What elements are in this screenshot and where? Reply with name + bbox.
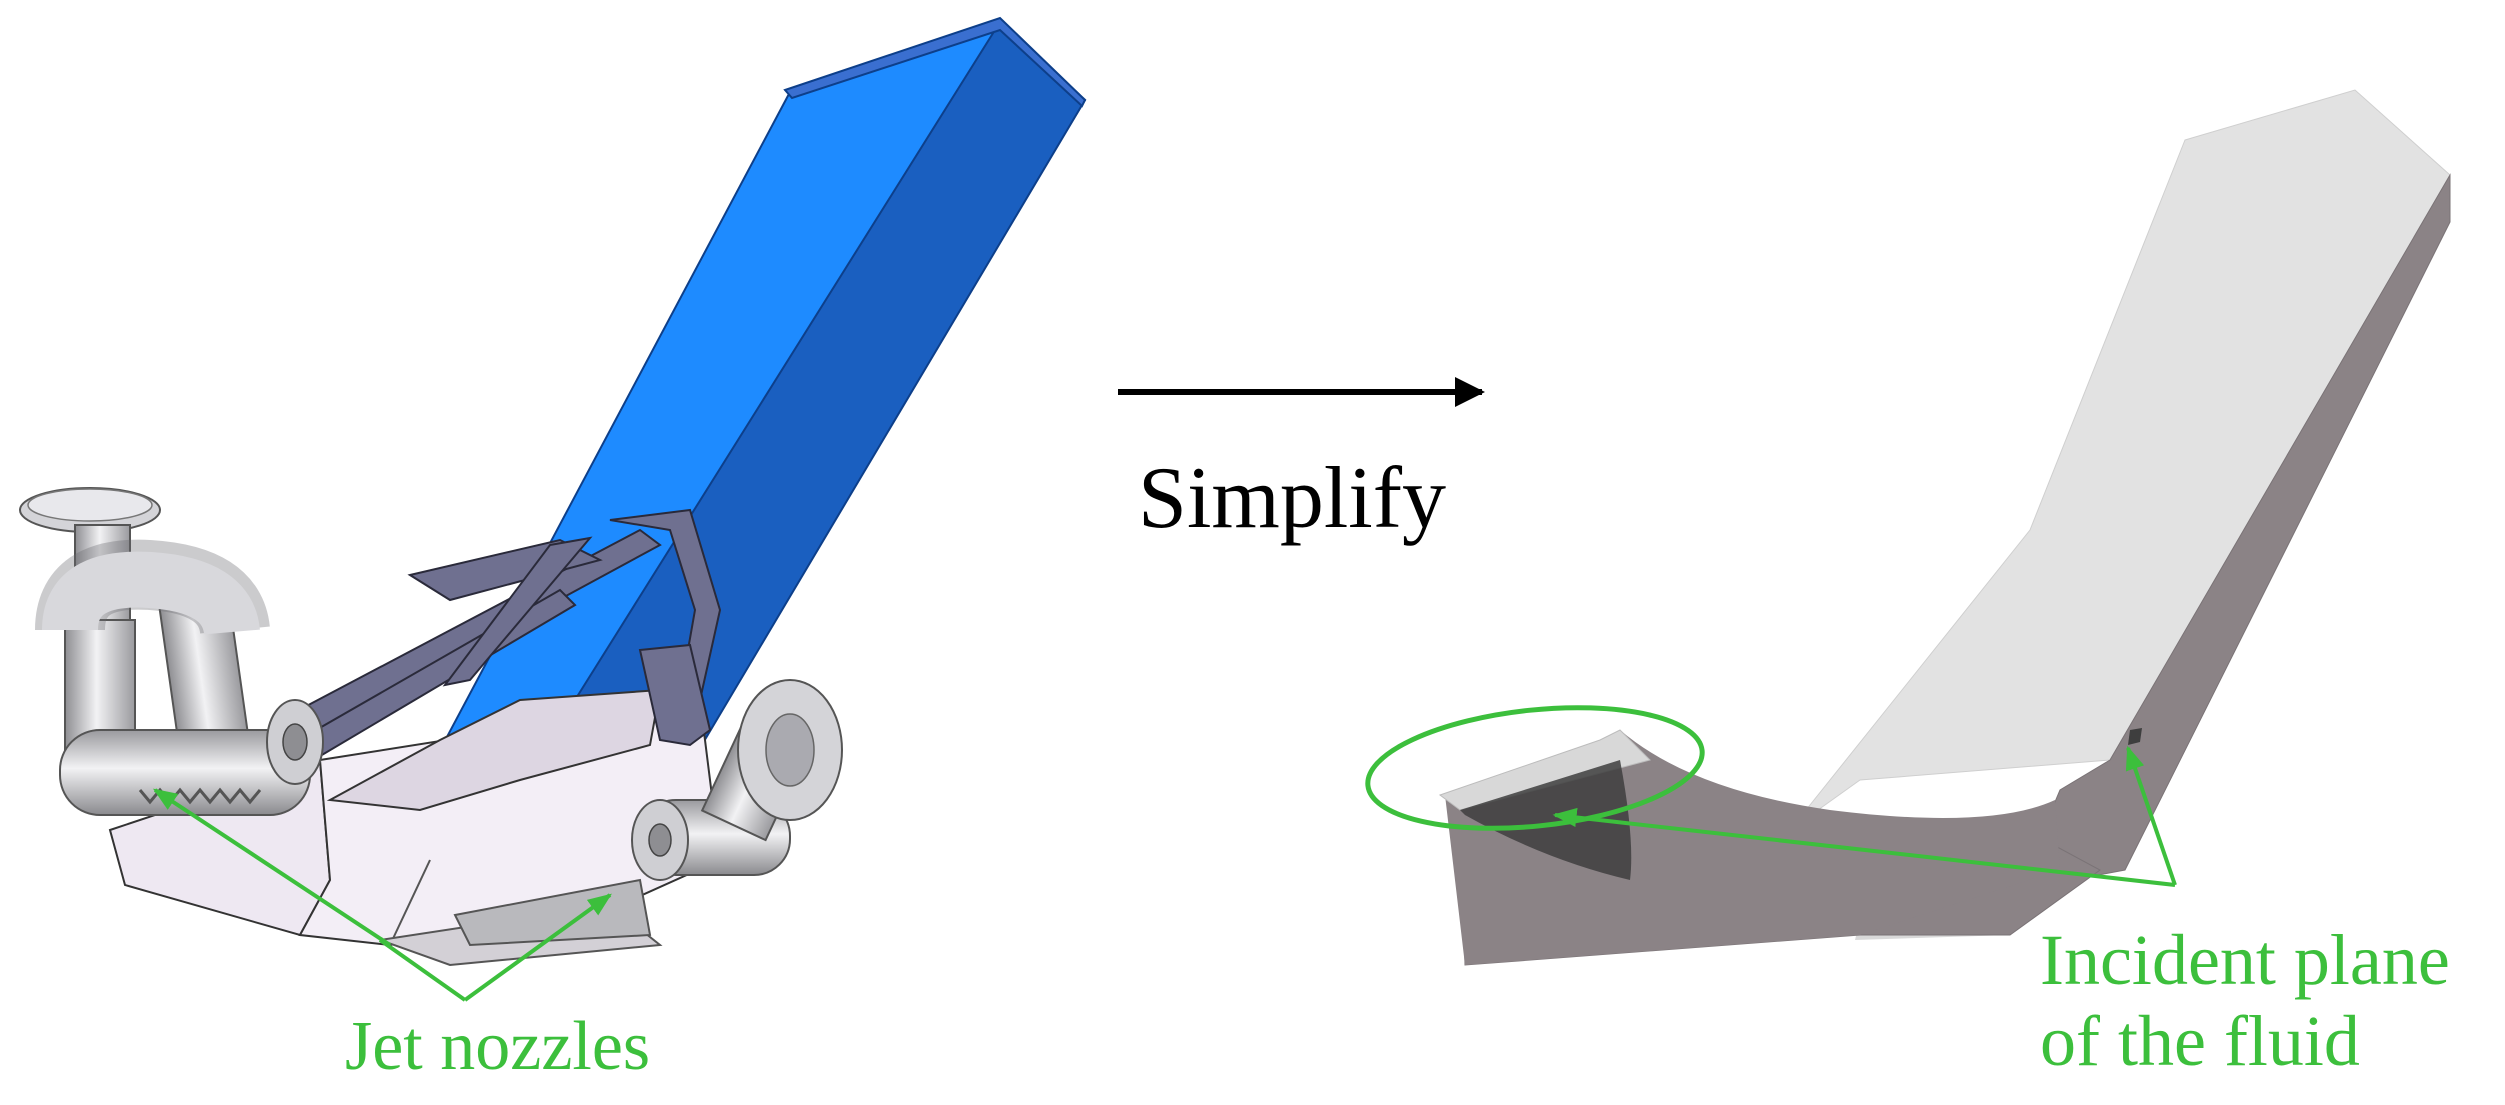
incident-label-line2: of the fluid	[2040, 1000, 2360, 1081]
support-frame	[278, 508, 722, 767]
incident-leader-right	[2125, 745, 2177, 886]
pipework	[19, 487, 843, 947]
simplified-fluid-domain	[1438, 89, 2451, 966]
jet-nozzles-label: Jet nozzles	[345, 1008, 651, 1085]
incident-plane-highlight	[1365, 705, 1705, 831]
annotations	[152, 705, 2177, 1002]
jet-leader-left	[152, 788, 392, 947]
incident-leader-left	[1552, 807, 2176, 887]
incident-label-line1: Incident plane	[2040, 920, 2450, 1000]
jet-leader-mid	[378, 938, 467, 1002]
jet-leader-right	[463, 893, 612, 1002]
incident-plane-label: Incident plane of the fluid	[2040, 920, 2450, 1081]
blue-chute	[438, 16, 1087, 752]
simplify-label: Simplify	[1138, 450, 1447, 547]
detailed-machine-model	[19, 16, 1087, 967]
